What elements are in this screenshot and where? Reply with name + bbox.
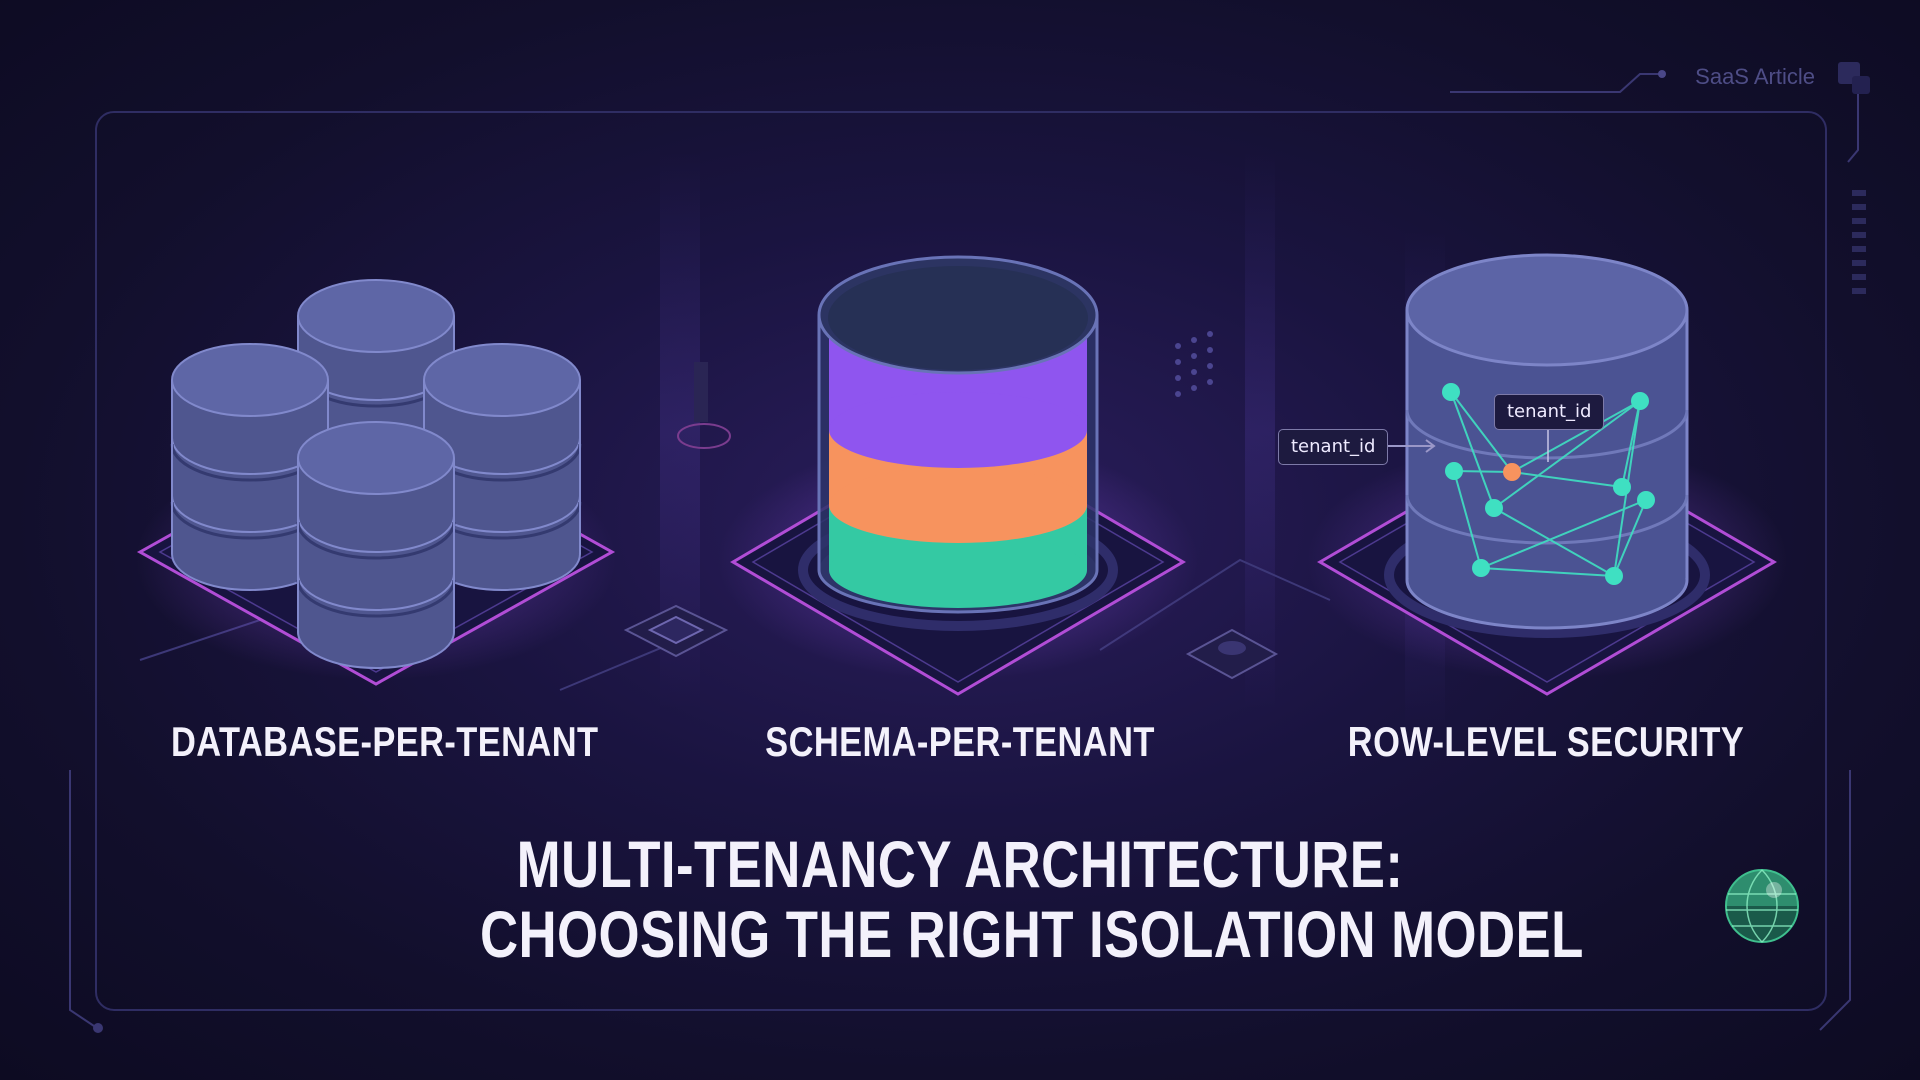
tenant-id-tag: tenant_id	[1278, 429, 1389, 465]
circuit-decoration	[139, 362, 1331, 691]
tenant-id-arrow	[1388, 439, 1436, 453]
page-title-line-1: MULTI-TENANCY ARCHITECTURE:	[516, 827, 1404, 901]
dot-grid-decoration	[1175, 331, 1213, 397]
side-bars-decoration	[1838, 62, 1870, 294]
tenant-id-row-tag: tenant_id	[1494, 394, 1605, 430]
row-level-security-label: ROW-LEVEL SECURITY	[1347, 718, 1745, 765]
tenant-database-right	[422, 343, 582, 591]
database-per-tenant-graphic	[136, 279, 616, 686]
row-level-security-graphic	[1307, 253, 1787, 696]
tenant-database-front	[296, 421, 456, 669]
database-per-tenant-label: DATABASE-PER-TENANT	[171, 718, 599, 765]
globe-logo-icon	[1725, 869, 1799, 943]
article-tag: SaaS Article	[1695, 64, 1815, 89]
schema-per-tenant-label: SCHEMA-PER-TENANT	[765, 718, 1155, 765]
schema-per-tenant-graphic	[718, 255, 1198, 696]
tenant-row-network	[1450, 391, 1647, 577]
frame	[69, 70, 1859, 1033]
page-title-line-2: CHOOSING THE RIGHT ISOLATION MODEL	[480, 897, 1584, 971]
tenant-row-nodes	[1442, 383, 1655, 585]
